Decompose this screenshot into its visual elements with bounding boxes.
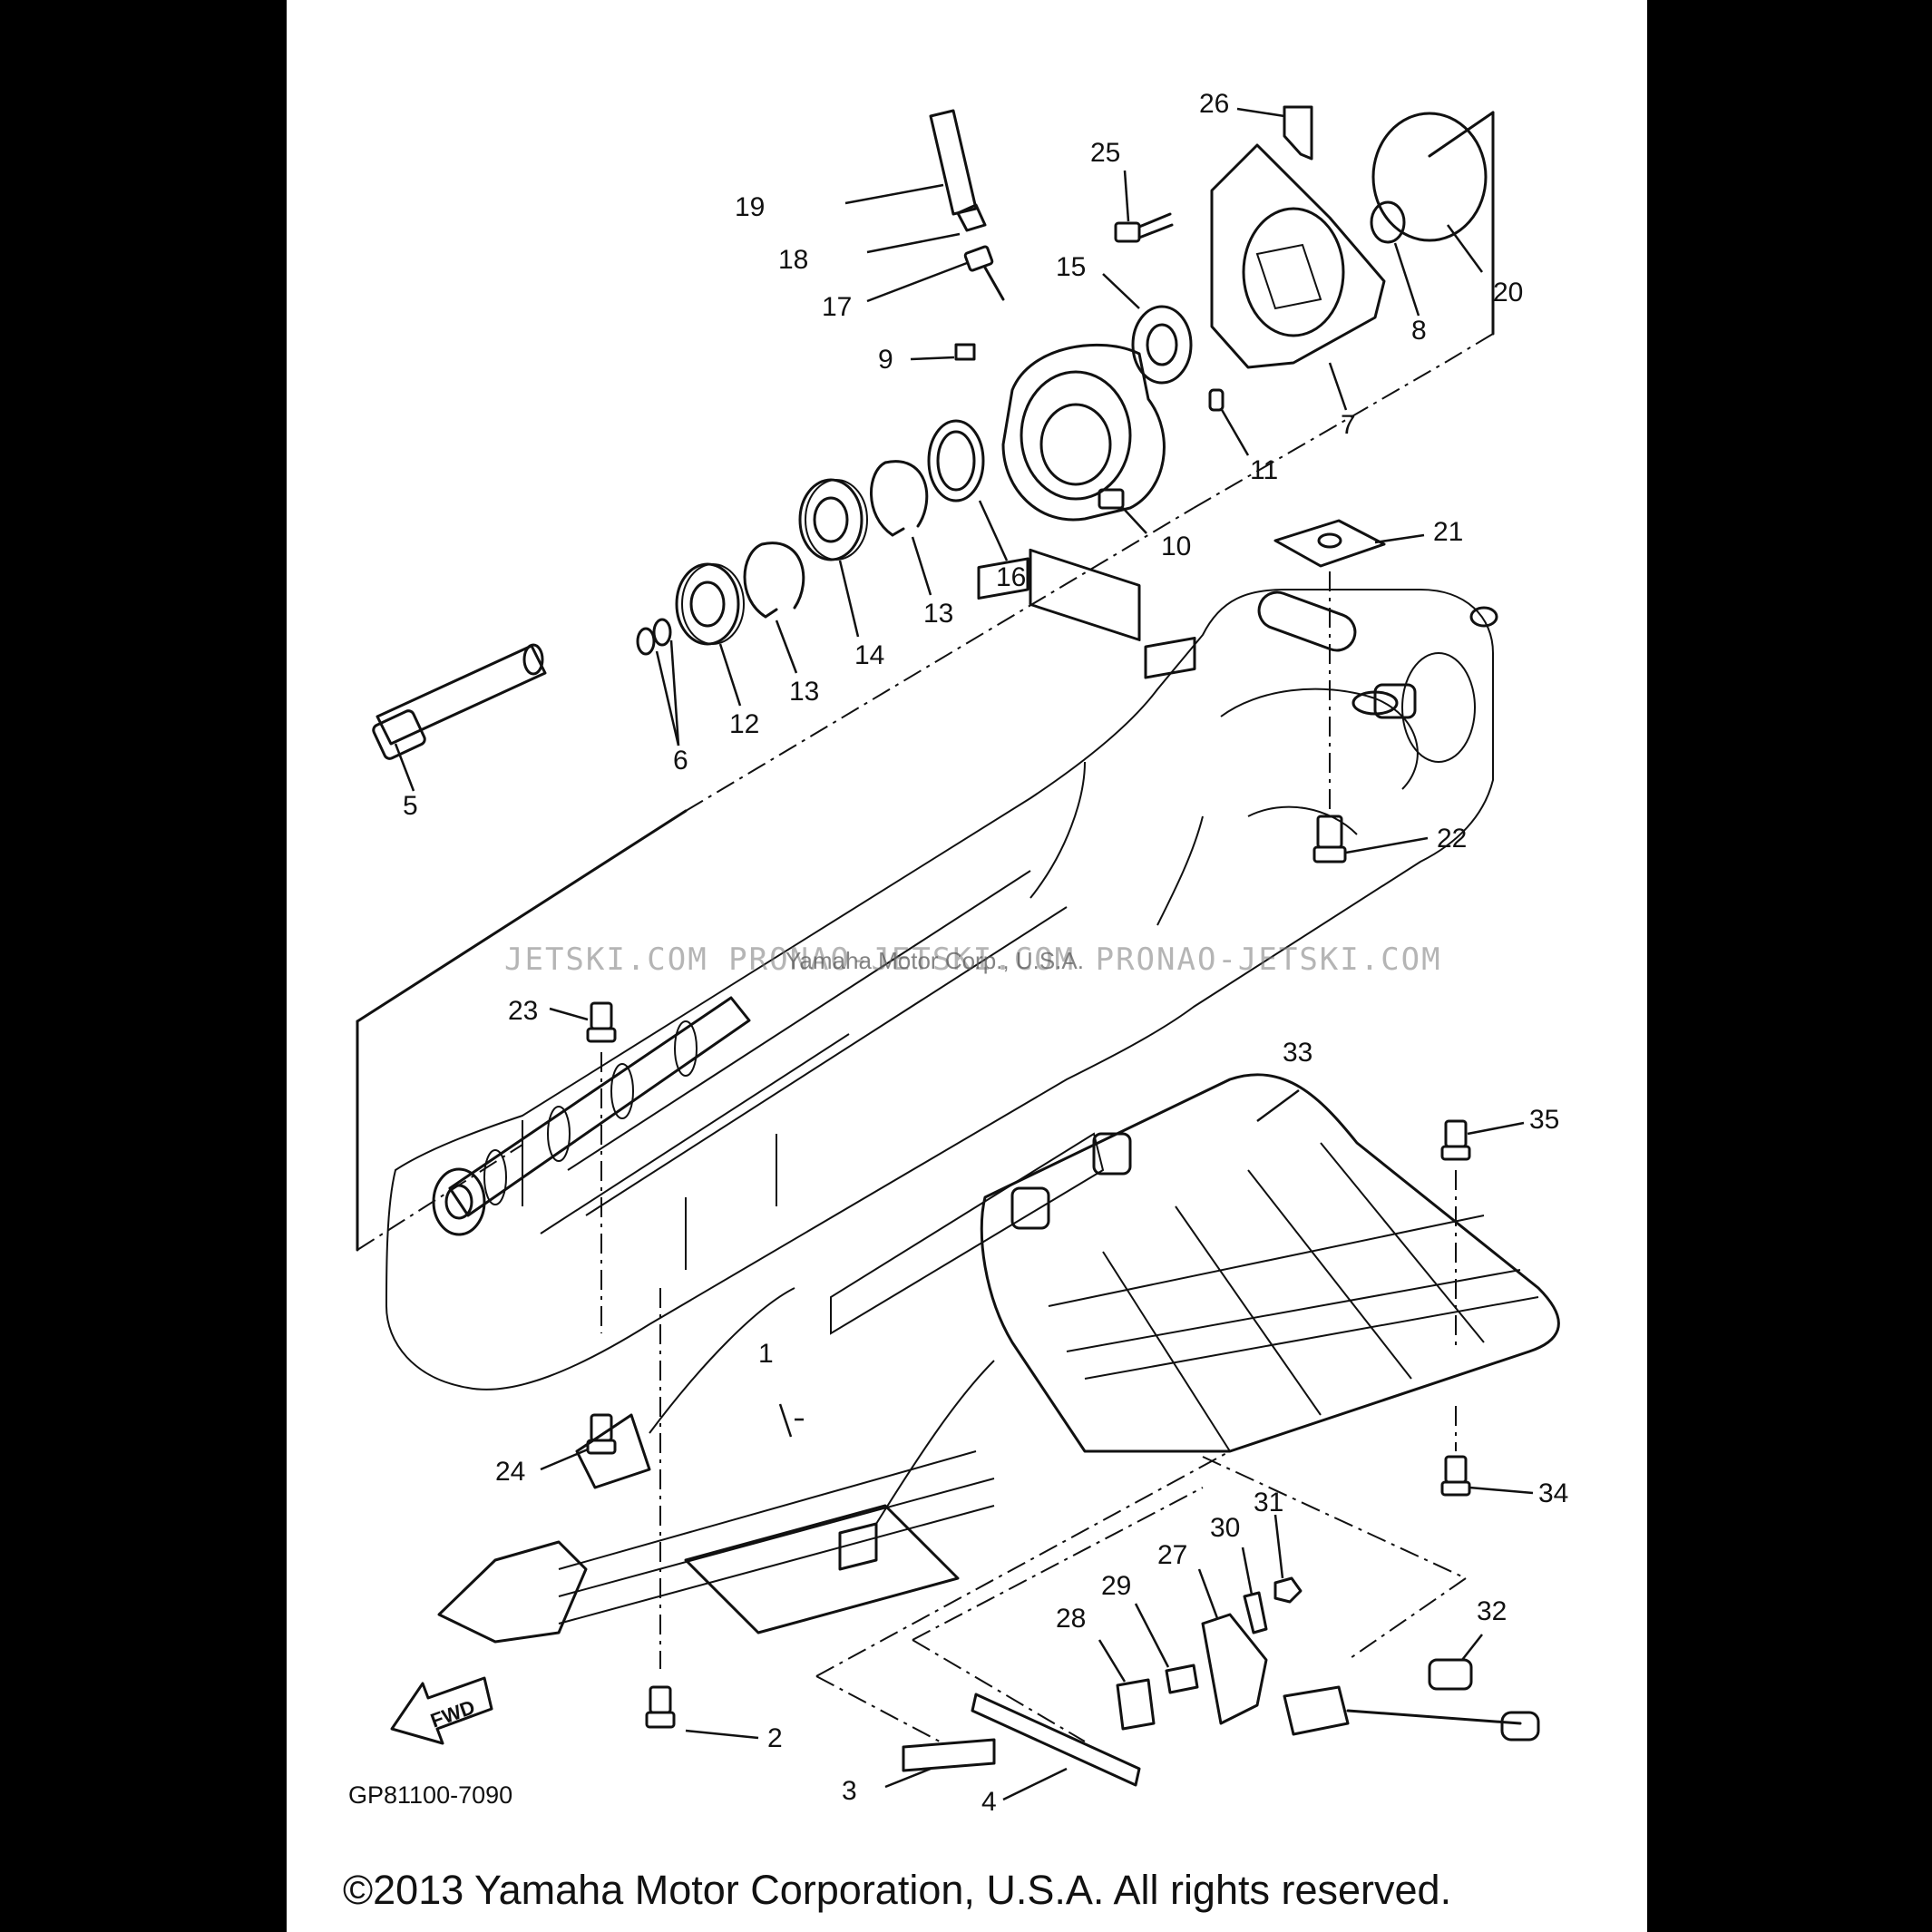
callout-19: 19 (735, 192, 765, 222)
part-3-pad (902, 1738, 996, 1772)
callout-8: 8 (1411, 316, 1427, 346)
part-35-bolt (1440, 1119, 1471, 1161)
callout-33: 33 (1283, 1038, 1312, 1068)
part-30-clip (1243, 1591, 1268, 1634)
callout-21: 21 (1433, 517, 1463, 547)
callout-numbers: 1 2 3 4 5 6 7 8 9 10 11 12 13 13 14 15 1… (403, 89, 1568, 1817)
callout-3: 3 (842, 1776, 857, 1806)
part-22-bolt (1312, 815, 1347, 864)
callout-26: 26 (1199, 89, 1229, 119)
callout-24: 24 (495, 1457, 525, 1487)
callout-6: 6 (673, 746, 688, 776)
part-10-bolt (1098, 488, 1125, 510)
callout-34: 34 (1538, 1478, 1568, 1508)
part-28-29-clips (1116, 1664, 1199, 1731)
fwd-label: FWD (427, 1695, 478, 1732)
part-16-seal (927, 419, 985, 503)
part-4-strip (971, 1693, 1141, 1787)
callout-30: 30 (1210, 1513, 1240, 1543)
callout-25: 25 (1090, 138, 1120, 168)
pump-housing (385, 557, 1498, 1390)
callout-28: 28 (1056, 1604, 1086, 1634)
fwd-arrow-icon: FWD (390, 1676, 493, 1745)
frame-outline (356, 111, 1495, 1252)
part-8-oring (1370, 200, 1406, 244)
part-2-bolt (645, 1685, 676, 1729)
callout-32: 32 (1477, 1596, 1507, 1626)
part-6-orings (636, 618, 672, 656)
callout-20: 20 (1493, 278, 1523, 307)
callout-5: 5 (403, 791, 418, 821)
guide-lines-lower (815, 1450, 1467, 1742)
watermark: JETSKI.COM PRONAO-JETSKI.COM PRONAO-JETS… (504, 942, 1442, 978)
part-9-bearing-housing (954, 343, 1166, 642)
part-17-bolt (963, 245, 1005, 301)
callout-11: 11 (1250, 455, 1278, 485)
part-18-clip (956, 203, 987, 232)
diagram-code: GP81100-7090 (348, 1781, 513, 1809)
part-25-bolt (1114, 212, 1174, 243)
callout-7: 7 (1341, 410, 1356, 440)
leader-lines (394, 107, 1534, 1801)
part-20-oring (1371, 112, 1488, 242)
callout-23: 23 (508, 996, 538, 1026)
callout-27: 27 (1157, 1540, 1187, 1570)
part-31-nut (1273, 1576, 1303, 1604)
callout-16: 16 (996, 562, 1026, 592)
copyright-notice: ©2013 Yamaha Motor Corporation, U.S.A. A… (343, 1867, 1452, 1913)
callout-29: 29 (1101, 1571, 1131, 1601)
part-11-pin (1208, 388, 1225, 412)
part-12-bearing (675, 562, 745, 646)
part-27-bracket (1201, 1613, 1268, 1725)
part-23-bolt (586, 1001, 617, 1043)
callout-35: 35 (1529, 1105, 1559, 1135)
callout-17: 17 (822, 292, 852, 322)
part-26-tag (1283, 105, 1313, 161)
callout-22: 22 (1437, 824, 1467, 854)
callout-2: 2 (767, 1723, 783, 1753)
part-33-intake-grate (980, 1073, 1560, 1453)
callout-4: 4 (981, 1787, 997, 1817)
callout-10: 10 (1161, 532, 1191, 561)
callout-31: 31 (1254, 1488, 1283, 1517)
callout-13b: 13 (923, 599, 953, 629)
part-32-sleeve (1428, 1658, 1473, 1691)
exploded-parts-diagram: FWD (356, 89, 1568, 1817)
diagram-sheet: FWD (287, 0, 1647, 1932)
part-13-circlip-lower (743, 542, 805, 619)
callout-13a: 13 (789, 677, 819, 707)
callout-14: 14 (854, 640, 884, 670)
part-19-pin (929, 109, 978, 216)
cable-assembly (1283, 1685, 1540, 1742)
part-15-bearing (1131, 305, 1193, 385)
part-14-bearing (798, 478, 868, 561)
part-1-ride-plate (437, 1287, 995, 1644)
watermark-center: Yamaha Motor Corp., U.S.A. (785, 947, 1084, 974)
callout-15: 15 (1056, 252, 1086, 282)
callout-9: 9 (878, 345, 893, 375)
part-21-plate (1273, 519, 1386, 568)
drive-shaft (432, 996, 751, 1236)
callout-18: 18 (778, 245, 808, 275)
callout-1: 1 (758, 1339, 774, 1369)
callout-12: 12 (729, 709, 759, 739)
part-34-bolt (1440, 1455, 1471, 1497)
part-13-circlip-upper (870, 460, 929, 537)
part-7-cover (1210, 143, 1386, 369)
part-5-shaft (372, 643, 547, 760)
